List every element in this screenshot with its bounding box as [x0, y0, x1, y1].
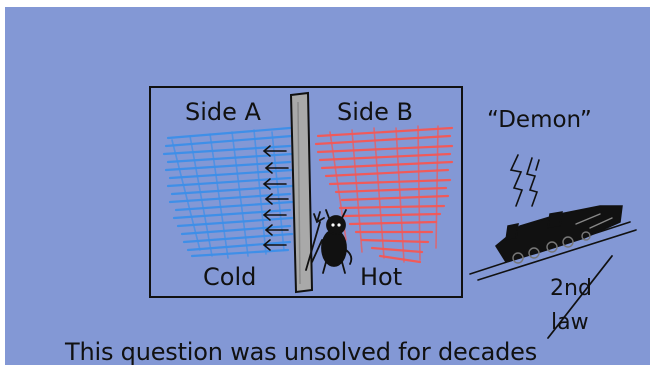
steam-engine-icon	[469, 205, 637, 281]
cold-scribble	[162, 126, 294, 259]
demon-icon	[305, 209, 353, 274]
divider-wall	[289, 91, 314, 294]
strike-through-line	[547, 255, 613, 339]
hot-label: Hot	[360, 263, 403, 291]
demon-label: “Demon”	[487, 107, 592, 133]
video-caption: This question was unsolved for decades	[65, 338, 538, 366]
hot-scribble	[314, 125, 454, 264]
side-a-label: Side A	[185, 98, 261, 126]
slide	[5, 7, 650, 365]
arrow-left-icon	[262, 145, 289, 251]
side-b-label: Side B	[337, 98, 413, 126]
container-box	[149, 86, 463, 298]
second-law-label-line1: 2nd	[550, 276, 592, 301]
lightning-icon	[509, 154, 540, 207]
second-law-label-line2: law	[551, 310, 589, 335]
cold-label: Cold	[203, 263, 257, 291]
